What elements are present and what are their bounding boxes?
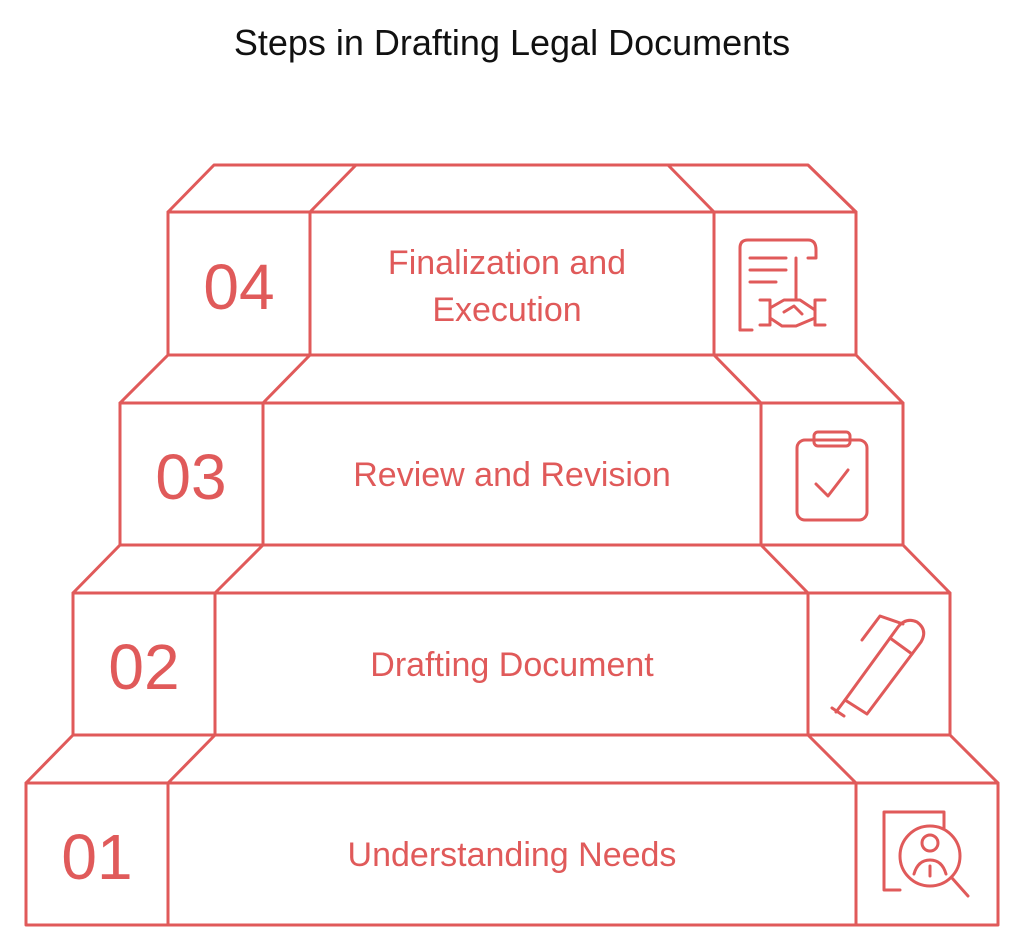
step-04-block: [166, 163, 858, 357]
step-03-block: [118, 353, 905, 547]
clipboard-check-icon: [795, 430, 869, 522]
step-03-label: Review and Revision: [353, 456, 671, 494]
step-04-label-line2: Execution: [432, 291, 581, 329]
step-04-label-line1: Finalization and: [388, 244, 626, 282]
step-01-number: 01: [61, 821, 132, 893]
step-01-block: [24, 733, 1000, 927]
contract-handshake-icon: [738, 238, 827, 332]
page-title: Steps in Drafting Legal Documents: [233, 22, 791, 63]
step-02-block: [71, 543, 952, 737]
step-02-label: Drafting Document: [370, 646, 654, 684]
search-person-icon: [882, 810, 970, 898]
step-01-label: Understanding Needs: [348, 836, 677, 874]
step-04-number: 04: [203, 251, 274, 323]
step-02-number: 02: [108, 631, 179, 703]
pen-icon: [830, 614, 926, 718]
step-03-number: 03: [155, 441, 226, 513]
